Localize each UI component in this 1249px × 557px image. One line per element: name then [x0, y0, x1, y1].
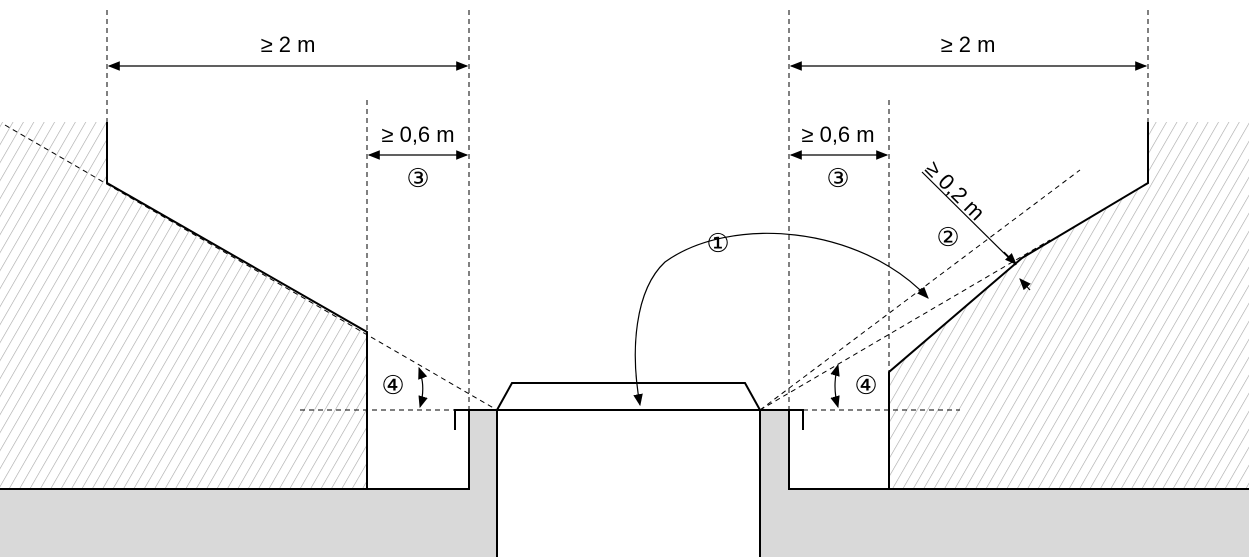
angle-arc-1: [633, 232, 929, 407]
label-left-outer-width: ≥ 2 m: [261, 32, 316, 57]
kerb-right: [789, 409, 804, 430]
label-slope-offset: ≥ 0,2 m: [920, 156, 989, 225]
marker-4-right: ④: [854, 371, 877, 401]
marker-1: ①: [706, 229, 729, 259]
label-right-outer-width: ≥ 2 m: [941, 32, 996, 57]
dim-line-slope-offset: [921, 171, 1017, 266]
marker-3-left: ③: [406, 164, 429, 194]
label-right-inner-width: ≥ 0,6 m: [801, 122, 874, 147]
angle-arc-4-right: [830, 363, 840, 409]
sight-line-left: [4, 124, 498, 411]
soil-right: [889, 122, 1249, 489]
kerb-left: [454, 409, 469, 430]
ground-right: [760, 410, 1249, 557]
marker-4-left: ④: [381, 371, 404, 401]
soil-left: [0, 122, 367, 489]
slope-outline-right: [888, 122, 1149, 489]
vehicle-profile: [496, 382, 761, 411]
marker-2: ②: [936, 223, 959, 253]
dim-arrow-slope-offset-a: [1003, 251, 1017, 265]
label-left-inner-width: ≥ 0,6 m: [381, 122, 454, 147]
marker-3-right: ③: [826, 164, 849, 194]
angle-arc-4-left: [418, 366, 428, 409]
dim-arrow-slope-offset-b: [1019, 278, 1031, 291]
ground-left: [0, 410, 497, 557]
